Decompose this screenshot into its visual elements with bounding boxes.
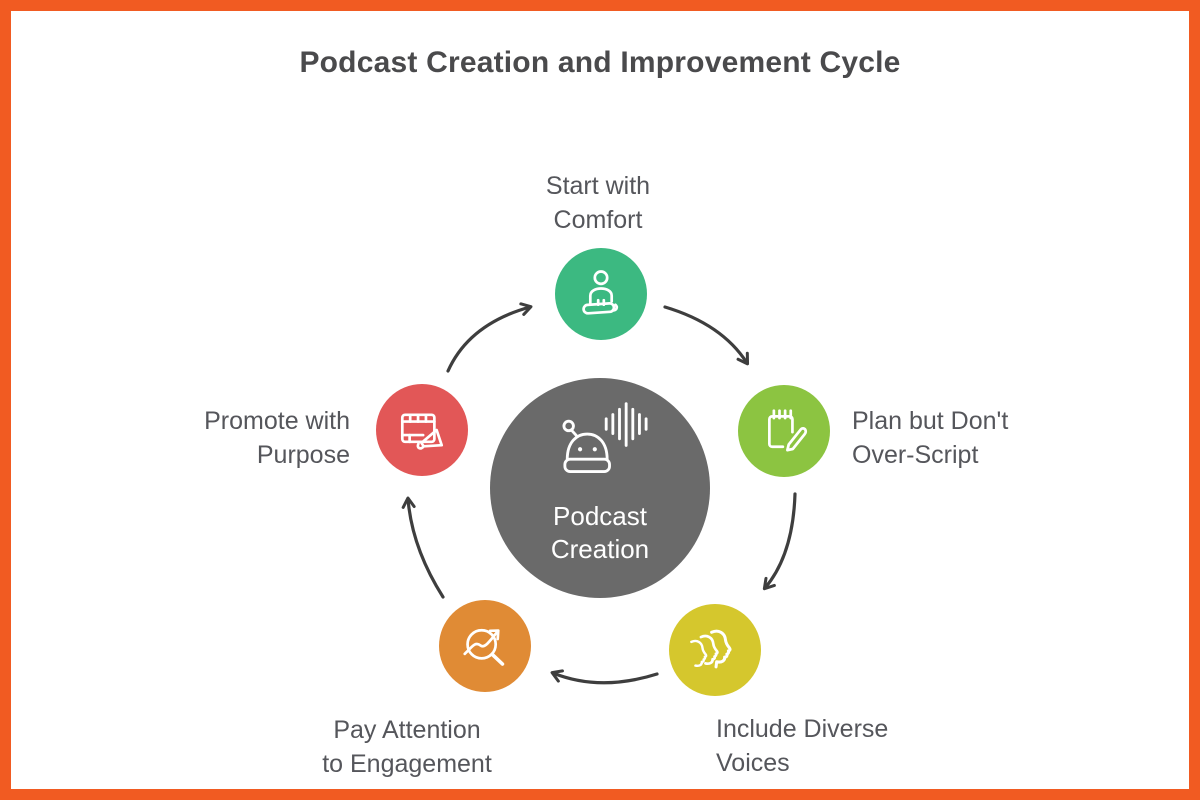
step-label-promote-with-purpose: Promote with Purpose bbox=[204, 407, 350, 469]
center-label: Podcast Creation bbox=[550, 501, 650, 564]
step-node-plan-but-dont-over-script bbox=[738, 385, 830, 477]
diagram-title: Podcast Creation and Improvement Cycle bbox=[299, 46, 901, 79]
meditating-person-icon bbox=[582, 270, 619, 315]
step-node-start-with-comfort bbox=[555, 248, 647, 340]
arrow-start-to-plan bbox=[663, 305, 750, 366]
step-label-plan-but-dont-over-script: Plan but Don't Over-Script bbox=[852, 407, 1009, 469]
magnifier-trend-icon bbox=[463, 628, 505, 666]
diverse-faces-icon bbox=[690, 629, 732, 669]
step-label-start-with-comfort: Start with Comfort bbox=[545, 172, 651, 234]
arrow-engagement-to-promote bbox=[401, 496, 445, 599]
podcast-robot-icon bbox=[562, 402, 648, 473]
center-node: Podcast Creation bbox=[490, 378, 710, 598]
arrow-voices-to-engagement bbox=[550, 669, 659, 685]
notepad-pencil-icon bbox=[768, 409, 808, 452]
step-node-include-diverse-voices bbox=[669, 604, 761, 696]
arrow-promote-to-start bbox=[446, 302, 533, 373]
arrow-plan-to-voices bbox=[762, 492, 797, 591]
step-label-include-diverse-voices: Include Diverse Voices bbox=[716, 715, 889, 777]
step-label-pay-attention-to-engagement: Pay Attention to Engagement bbox=[322, 716, 492, 778]
step-node-promote-with-purpose bbox=[376, 384, 468, 476]
billboard-megaphone-icon bbox=[400, 413, 444, 450]
step-node-pay-attention-to-engagement bbox=[439, 600, 531, 692]
